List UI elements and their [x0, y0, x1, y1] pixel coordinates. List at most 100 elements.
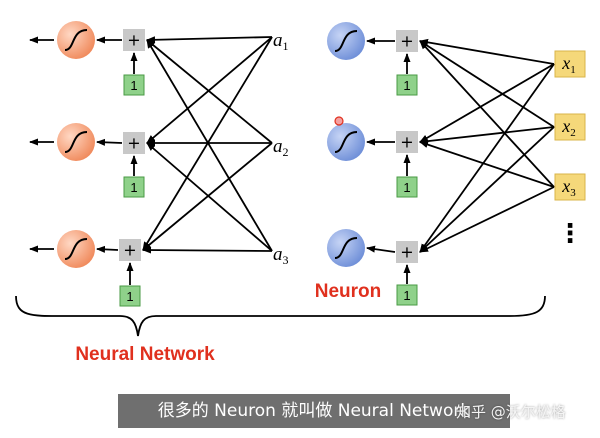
hidden-output-label-1: a1 [273, 30, 289, 53]
hidden-bias-box-2: 1 [396, 176, 418, 198]
input-node-1: x1 [554, 50, 586, 78]
variable-letter: a [273, 244, 283, 265]
hidden-bias-box-3: 1 [396, 284, 418, 306]
network-label: Neural Network [75, 344, 215, 365]
subtitle-caption: 很多的 Neuron 就叫做 Neural Network [118, 394, 510, 428]
bias-value: 1 [403, 180, 410, 195]
sigmoid-curve-icon [64, 131, 88, 153]
sum-box [396, 241, 418, 263]
bias-box [123, 176, 145, 198]
edge-a1-to-sum-2 [146, 36, 273, 144]
edge-input-3-to-sum-1 [419, 40, 555, 188]
hidden-bias-box-1: 1 [396, 74, 418, 96]
input-ellipsis: ⋮ [557, 219, 583, 249]
sigmoid-curve-icon [334, 131, 358, 153]
bias-value: 1 [403, 78, 410, 93]
edge-input-2-to-sum-3 [419, 126, 555, 253]
sigmoid-curve-icon [64, 238, 88, 260]
sum-symbol: + [127, 134, 140, 153]
variable-subscript: 2 [570, 127, 576, 139]
sum-box [123, 29, 145, 51]
edge-left-sum-to-neuron-2 [96, 138, 123, 146]
edge-input-3-to-sum-2 [419, 141, 555, 188]
output-neuron-3 [57, 230, 95, 268]
sigmoid-curve-icon [334, 237, 358, 259]
variable-subscript: 3 [283, 253, 289, 267]
output-neuron-1 [57, 21, 95, 59]
edge-a2-to-sum-3 [142, 142, 273, 251]
sigmoid-curve-icon [334, 30, 358, 52]
variable-subscript: 1 [283, 39, 289, 53]
sum-symbol: + [400, 243, 413, 262]
edge-a3-to-sum-2 [146, 142, 273, 252]
edge-input-3-to-sum-3 [419, 186, 555, 253]
edge-a3-to-sum-1 [146, 39, 273, 252]
sum-symbol: + [123, 241, 136, 260]
input-node-3: x3 [554, 173, 586, 201]
edge-input-1-to-sum-3 [419, 63, 555, 253]
edge-a2-to-sum-1 [146, 39, 273, 144]
output-bias-box-3: 1 [119, 285, 141, 307]
sigmoid-curve-icon [64, 29, 88, 51]
cursor-dot [334, 116, 344, 126]
bias-box [123, 74, 145, 96]
edge-sum-to-neuron-3 [366, 245, 396, 253]
output-bias-box-2: 1 [123, 176, 145, 198]
variable-subscript: 2 [283, 145, 289, 159]
variable-letter: x [561, 116, 570, 136]
hidden-neuron-3 [327, 229, 365, 267]
network-brace [15, 295, 546, 337]
connection-lines [29, 36, 555, 285]
neuron-label: Neuron [315, 281, 382, 302]
bias-value: 1 [130, 180, 137, 195]
hidden-output-label-3: a3 [273, 244, 289, 267]
sum-symbol: + [400, 32, 413, 51]
edge-left-sum-to-neuron-3 [96, 245, 119, 253]
neuron-circle [57, 230, 95, 268]
bias-value: 1 [130, 78, 137, 93]
bias-box [396, 74, 418, 96]
sum-symbol: + [127, 31, 140, 50]
output-bias-box-1: 1 [123, 74, 145, 96]
output-sum-box-1: + [123, 29, 145, 51]
output-sum-box-2: + [123, 132, 145, 154]
edge-a1-to-sum-1 [146, 36, 273, 44]
sum-box [396, 30, 418, 52]
variable-subscript: 3 [570, 187, 576, 199]
hidden-sum-box-2: + [396, 131, 418, 153]
input-label-1: x1 [561, 53, 576, 76]
neuron-circle [57, 21, 95, 59]
neuron-circle [327, 22, 365, 60]
neuron-circle [57, 123, 95, 161]
hidden-sum-box-3: + [396, 241, 418, 263]
sum-box [396, 131, 418, 153]
variable-letter: x [561, 53, 570, 73]
bias-box [119, 285, 141, 307]
input-box [554, 113, 586, 141]
input-box [554, 173, 586, 201]
variable-letter: x [561, 176, 570, 196]
hidden-neuron-2 [327, 123, 365, 161]
sum-box [119, 239, 141, 261]
bias-value: 1 [126, 289, 133, 304]
variable-letter: a [273, 136, 283, 157]
sum-symbol: + [400, 133, 413, 152]
edge-input-2-to-sum-2 [419, 126, 555, 145]
hidden-sum-box-1: + [396, 30, 418, 52]
sum-box [123, 132, 145, 154]
hidden-output-label-2: a2 [273, 136, 289, 159]
edge-input-2-to-sum-1 [419, 40, 555, 128]
edge-a3-to-sum-3 [142, 246, 273, 254]
bias-box [396, 176, 418, 198]
hidden-neuron-1 [327, 22, 365, 60]
watermark: 知乎 @沃尔松格 [456, 403, 566, 421]
bias-value: 1 [403, 288, 410, 303]
input-label-2: x2 [561, 116, 576, 139]
edge-input-1-to-sum-1 [419, 38, 555, 65]
output-neuron-2 [57, 123, 95, 161]
edge-input-1-to-sum-2 [419, 63, 555, 143]
variable-letter: a [273, 30, 283, 51]
